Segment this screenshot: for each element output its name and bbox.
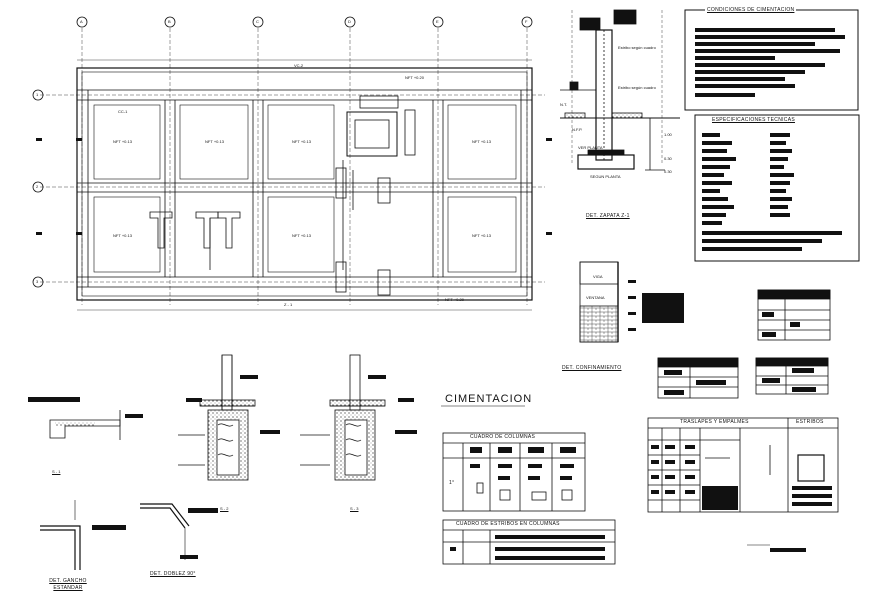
footing-section-2 [300, 354, 417, 481]
axis-label-2: 2 [36, 184, 39, 189]
cuadro-columnas-row-label: 1° [449, 480, 455, 486]
conditions-box [684, 9, 859, 111]
room-level: NFT +0.13 [292, 233, 311, 238]
doblez-detail [140, 503, 218, 560]
gancho-caption: DET. GANCHO ESTANDAR [49, 578, 87, 591]
axis-label-c: C [256, 19, 259, 24]
confinamiento-label-viga: VIGA [593, 274, 603, 279]
cuadro-columnas-table [442, 432, 586, 512]
traslapes-title: TRASLAPES Y EMPALMES [680, 419, 749, 425]
footing-section-1 [178, 354, 280, 481]
cuadro-estribos-title: CUADRO DE ESTRIBOS EN COLUMNAS [456, 521, 560, 527]
room-level: NFT +0.13 [113, 233, 132, 238]
axis-label-b: B [168, 19, 171, 24]
traslapes-table [647, 417, 839, 513]
axis-lines [40, 28, 545, 305]
zapata-note: Estribo según cuadro [618, 85, 656, 90]
zapata-label-nfp: N.F.P. [572, 127, 583, 132]
zapata-dim: 1.00 [664, 132, 672, 137]
beam-label-bottom: Z - 1 [284, 302, 293, 307]
level-label-bottom: NFT +0.20 [445, 297, 464, 302]
s2-caption: S - 2 [220, 506, 229, 511]
axis-label-1: 1 [36, 92, 39, 97]
main-title: CIMENTACION [445, 393, 533, 405]
confinamiento-label-ventana: VENTANA [586, 295, 605, 300]
axis-bubbles [32, 16, 533, 288]
specs-box [694, 114, 860, 262]
zapata-label-segun-planta: SEGUN PLANTA [590, 174, 621, 179]
s3-caption: S - 3 [350, 506, 359, 511]
room-level: NFT +0.13 [292, 139, 311, 144]
specs-title: ESPECIFICACIONES TECNICAS [712, 117, 795, 123]
cuadro-estribos-table [442, 519, 616, 565]
foundation-plan [32, 16, 552, 311]
room-level: NFT +0.13 [205, 139, 224, 144]
zapata-label-ver-planta: VER PLANTA [578, 145, 603, 150]
axis-label-e: E [436, 19, 439, 24]
zapata-dim: 0.30 [664, 169, 672, 174]
room-level: NFT +0.13 [472, 139, 491, 144]
zapata-section [560, 9, 680, 171]
s1-caption: S - 1 [52, 469, 61, 474]
conditions-title: CONDICIONES DE CIMENTACION [705, 7, 797, 13]
room-level: NFT +0.13 [472, 233, 491, 238]
gancho-detail [40, 500, 126, 570]
axis-label-f: F [525, 19, 528, 24]
level-label-top: NFT +0.20 [405, 75, 424, 80]
room-code: CC-1 [118, 109, 128, 114]
estribos-title: ESTRIBOS [796, 419, 824, 425]
beam-label-top: VC-2 [294, 63, 304, 68]
room-level: NFT +0.13 [113, 139, 132, 144]
doblez-caption: DET. DOBLEZ 90° [150, 571, 196, 577]
confinamiento-detail [579, 261, 684, 343]
zapata-note: Estribo según cuadro [618, 45, 656, 50]
confinamiento-caption: DET. CONFINAMIENTO [562, 365, 622, 371]
axis-label-a: A [80, 19, 83, 24]
axis-label-d: D [348, 19, 351, 24]
zapata-caption: DET. ZAPATA Z-1 [586, 213, 630, 219]
scale-note [770, 548, 806, 552]
left-dimension-marks [36, 138, 552, 235]
small-tables [657, 289, 831, 399]
cuadro-columnas-title: CUADRO DE COLUMNAS [470, 434, 536, 440]
axis-label-3: 3 [36, 279, 39, 284]
zapata-dim: 0.30 [664, 156, 672, 161]
zapata-label-nt: N.T. [560, 102, 568, 107]
s1-detail [28, 397, 143, 440]
